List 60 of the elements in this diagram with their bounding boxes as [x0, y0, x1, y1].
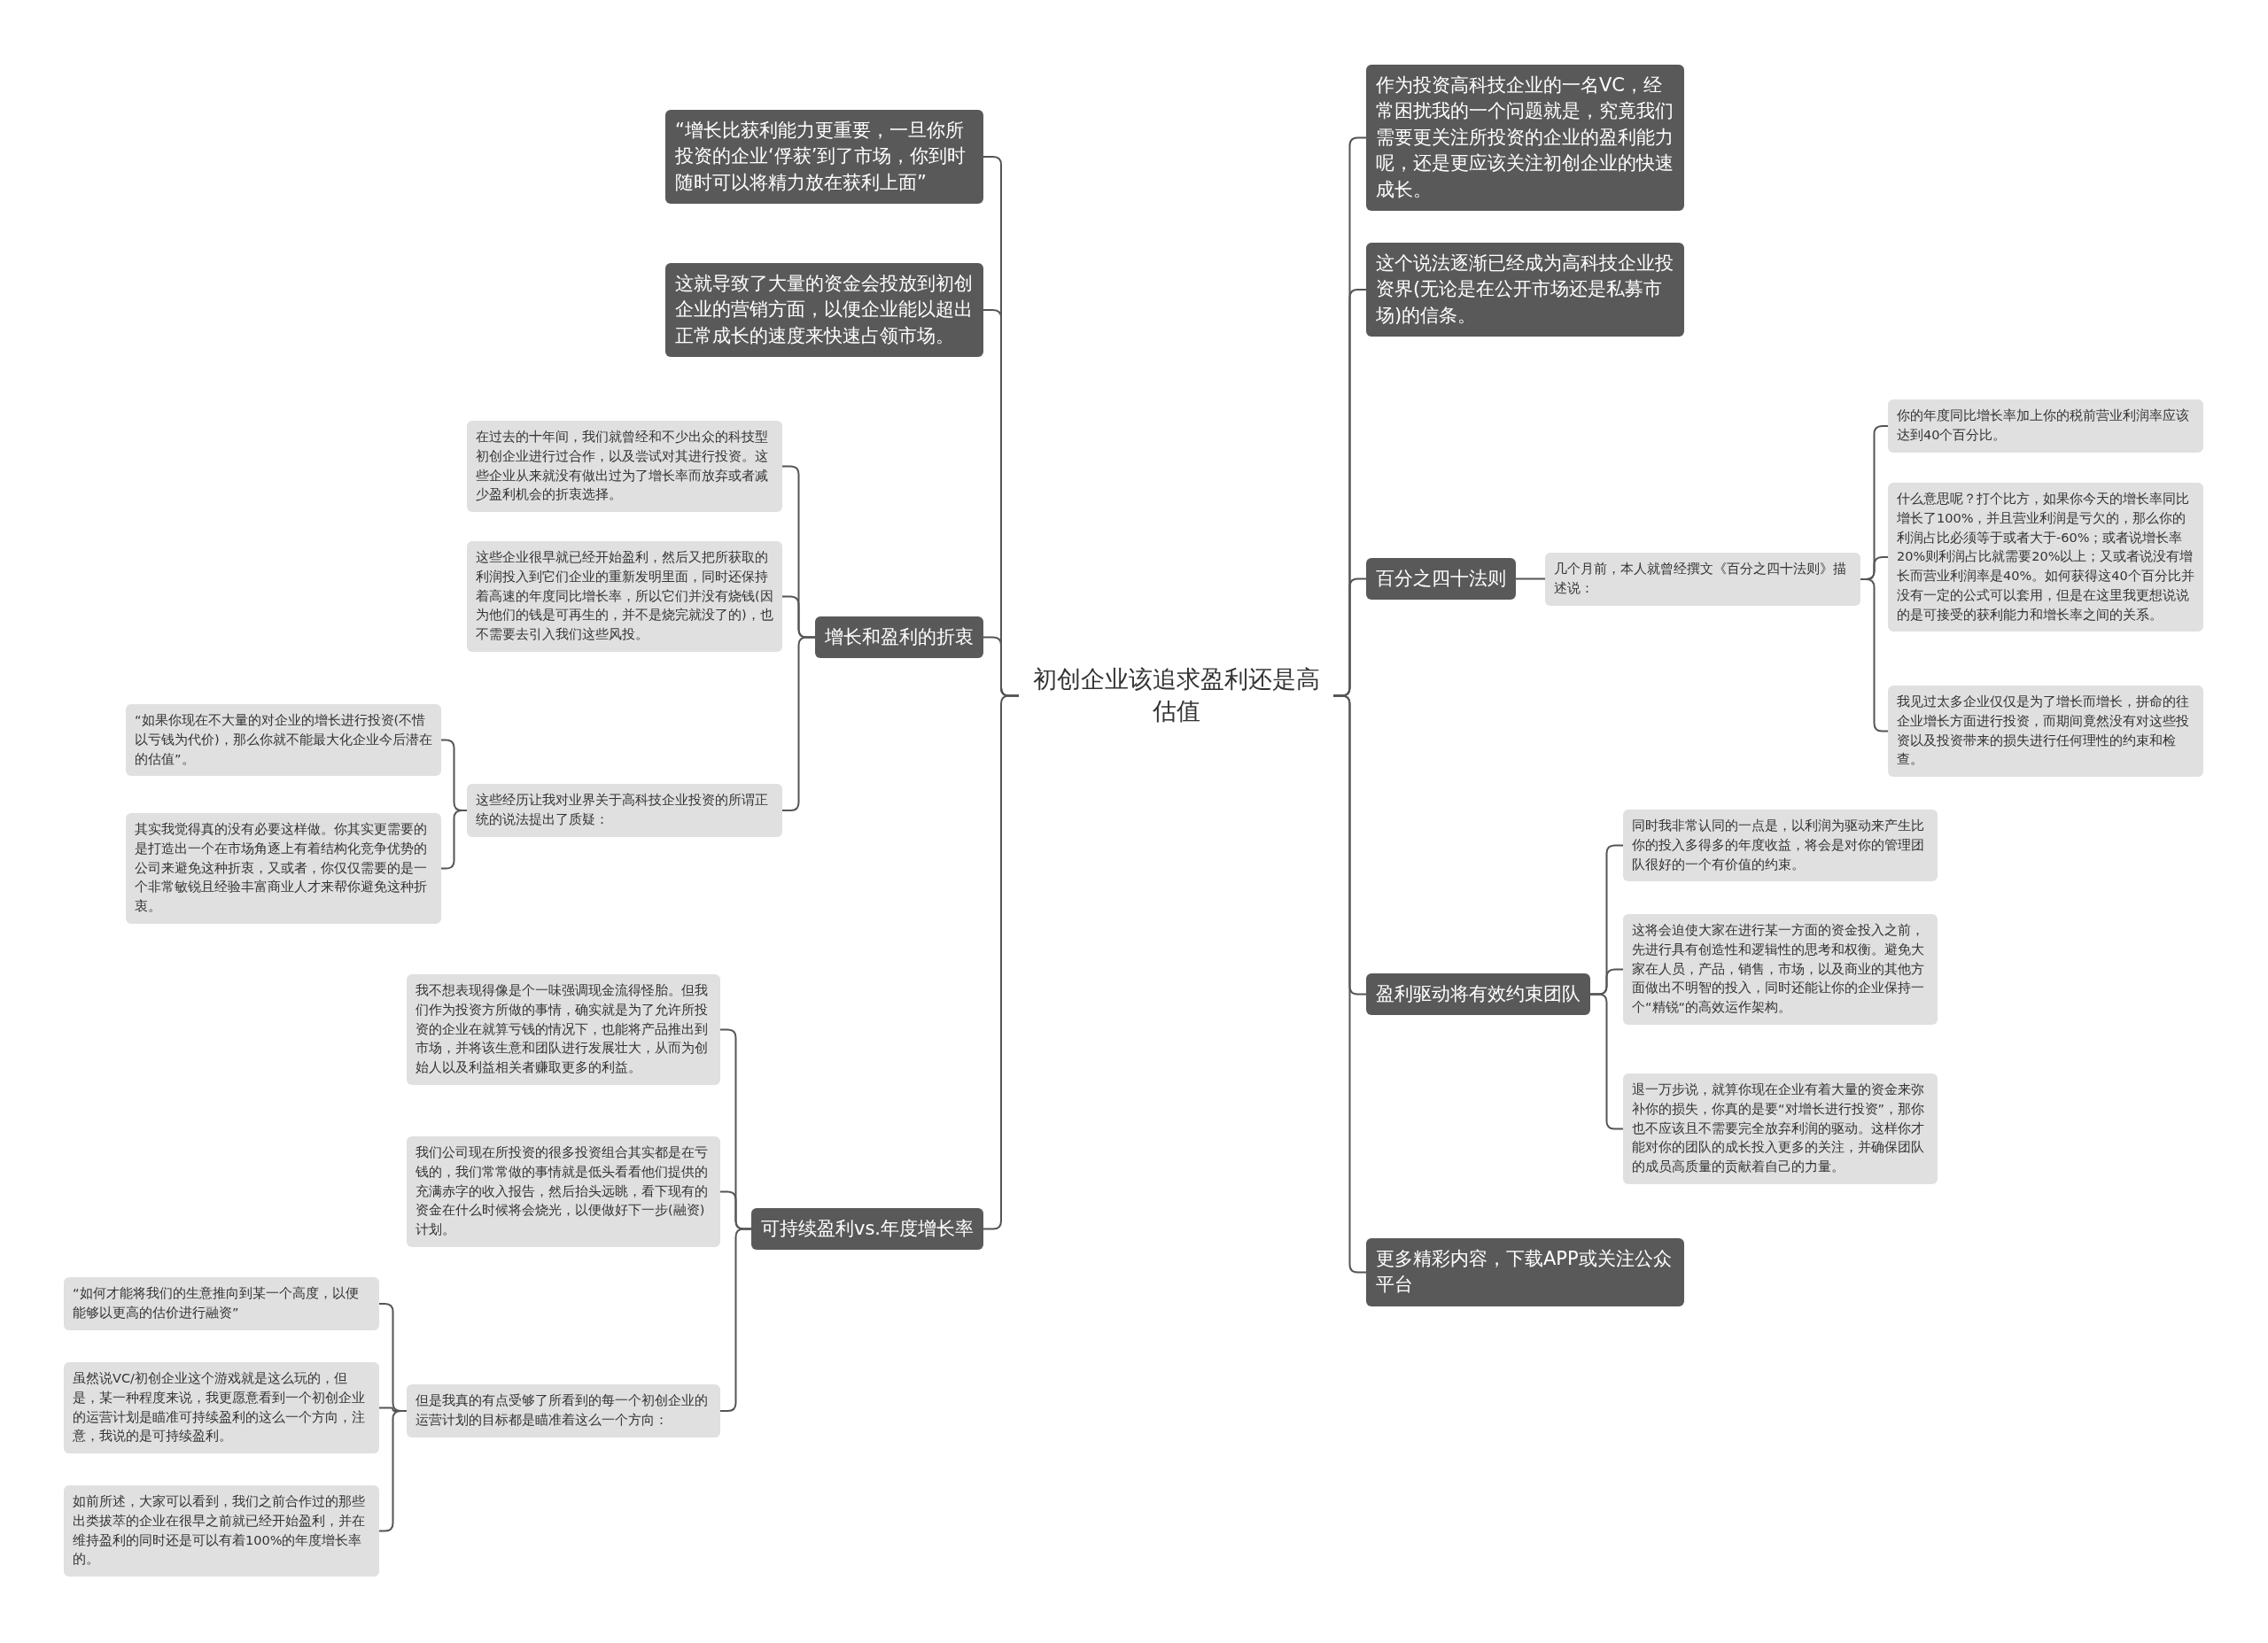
- note-box: [407, 1136, 720, 1247]
- topic-text: 这将会迫使大家在进行某一方面的资金投入之前，先进行具有创造性和逻辑性的思考和权衡。避免大家在人员，产品，销售，市场，以及商业的其他方面做出不明智的投入，同时还能让你的企业保持一个“精锐“的高效运作架构。: [1632, 922, 1925, 1016]
- topic-text: 这些企业很早就已经开始盈利，然后又把所获取的利润投入到它们企业的重新发明里面，同时还保持着高速的年度同比增长率，所以它们并没有烧钱(因为他们的钱是可再生的，并不是烧完就没了的)，也不需要去引入我们这些风投。: [476, 549, 773, 643]
- topic-text: 虽然说VC/初创企业这个游戏就是这么玩的，但是，某一种程度来说，我更愿意看到一个初创企业的运营计划是瞄准可持续盈利的这么一个方向，注意，我说的是可持续盈利。: [73, 1370, 366, 1445]
- note-box: [407, 974, 720, 1085]
- note-box: [64, 1362, 379, 1453]
- topic-box: [815, 616, 983, 659]
- note-box: [467, 541, 782, 652]
- topic-text: “如何才能将我们的生意推向到某一个高度，以便能够以更高的估价进行融资”: [73, 1285, 360, 1321]
- topic-box: [1366, 1238, 1684, 1306]
- topic-text: “增长比获利能力更重要，一旦你所投资的企业‘俘获’到了市场，你到时随时可以将精力放在获利上面”: [675, 119, 967, 195]
- note-box: [467, 784, 782, 837]
- topic-text: 我见过太多企业仅仅是为了增长而增长，拼命的往企业增长方面进行投资，而期间竟然没有对这些投资以及投资带来的损失进行任何理性的约束和检查。: [1897, 694, 2190, 769]
- topic-text: 百分之四十法则: [1376, 567, 1506, 591]
- topic-box: [665, 110, 983, 205]
- topic-text: 你的年度同比增长率加上你的税前营业利润率应该达到40个百分比。: [1897, 407, 2190, 444]
- topic-text: 作为投资高科技企业的一名VC，经常困扰我的一个问题就是，究竟我们需要更关注所投资的企业的盈利能力呢，还是更应该关注初创企业的快速成长。: [1376, 74, 1674, 202]
- topic-box: [1366, 973, 1590, 1016]
- connector-line: [983, 694, 1020, 1230]
- note-box: [407, 1384, 720, 1438]
- note-box: [1623, 810, 1938, 882]
- topic-text: 可持续盈利vs.年度增长率: [760, 1217, 974, 1241]
- note-box: [1545, 553, 1860, 606]
- connector-line: [719, 1228, 752, 1412]
- topic-text: 这就导致了大量的资金会投放到初创企业的营销方面，以便企业能以超出正常成长的速度来快速占领市场。: [675, 272, 974, 348]
- topic-box: [665, 263, 983, 358]
- note-box: [1888, 483, 2203, 632]
- note-box: [64, 1277, 379, 1330]
- note-box: [126, 704, 441, 777]
- note-box: [467, 421, 782, 512]
- topic-text: 这些经历让我对业界关于高科技企业投资的所谓正统的说法提出了质疑：: [476, 792, 769, 828]
- topic-box: [1366, 243, 1684, 337]
- connector-line: [1515, 577, 1546, 580]
- connector-line: [1589, 993, 1624, 1130]
- note-box: [1888, 399, 2203, 453]
- topic-text: 我不想表现得像是个一味强调现金流得怪胎。但我们作为投资方所做的事情，确实就是为了允许所投资的企业在就算亏钱的情况下，也能将产品推出到市场，并将该生意和团队进行发展壮大，从而为创始人以及利益相关者赚取更多的利益。: [416, 982, 709, 1076]
- note-box: [1888, 686, 2203, 777]
- topic-text: 这个说法逐渐已经成为高科技企业投资界(无论是在公开市场还是私募市场)的信条。: [1376, 252, 1674, 328]
- note-box: [1623, 914, 1938, 1025]
- topic-text: 在过去的十年间，我们就曾经和不少出众的科技型初创企业进行过合作，以及尝试对其进行投资。这些企业从来就没有做出过为了增长率而放弃或者减少盈利机会的折衷选择。: [476, 429, 769, 504]
- topic-text: 增长和盈利的折衷: [825, 625, 974, 649]
- topic-box: [750, 1208, 983, 1251]
- topic-text: 几个月前，本人就曾经撰文《百分之四十法则》描述说：: [1554, 561, 1847, 597]
- topic-text: 其实我觉得真的没有必要这样做。你其实更需要的是打造出一个在市场角逐上有着结构化竞争优势的公司来避免这种折衷，又或者，你仅仅需要的是一个非常敏锐且经验丰富商业人才来帮你避免这种折衷。: [135, 821, 428, 915]
- note-box: [64, 1485, 379, 1577]
- connector-line: [781, 636, 816, 811]
- topic-text: 我们公司现在所投资的很多投资组合其实都是在亏钱的，我们常常做的事情就是低头看看他们提供的充满赤字的收入报告，然后抬头远眺，看下现有的资金在什么时候将会烧光，以便做好下一步(融资)计划。: [416, 1144, 709, 1238]
- topic-text: 盈利驱动将有效约束团队: [1376, 982, 1581, 1006]
- topic-box: [1366, 65, 1684, 211]
- topic-text: “如果你现在不大量的对企业的增长进行投资(不惜以亏钱为代价)，那么你就不能最大化企业今后潜在的估值”。: [135, 712, 432, 768]
- central-topic: 初创企业该追求盈利还是高估值: [1019, 660, 1333, 732]
- topic-box: [1366, 558, 1516, 601]
- topic-text: 同时我非常认同的一点是，以利润为驱动来产生比你的投入多得多的年度收益，将会是对你的管理团队很好的一个有价值的约束。: [1632, 818, 1925, 873]
- note-box: [1623, 1073, 1938, 1184]
- topic-text: 更多精彩内容，下载APP或关注公众平台: [1376, 1247, 1673, 1298]
- topic-text: 什么意思呢？打个比方，如果你今天的增长率同比增长了100%，并且营业利润是亏欠的，那么你的利润占比必须等于或者大于-60%；或者说增长率20%则利润占比就需要20%以上；又或者说没有增长而营业利润率是40%。如何获得这40个百分比并没有一定的公式可以套用，但是在这里我更想说说的是可接受的获利能力和增长率之间的关系。: [1897, 491, 2194, 624]
- note-box: [126, 813, 441, 924]
- topic-text: 但是我真的有点受够了所看到的每一个初创企业的运营计划的目标都是瞄准着这么一个方向：: [416, 1392, 709, 1429]
- topic-text: 如前所述，大家可以看到，我们之前合作过的那些出类拔萃的企业在很早之前就已经开始盈利，并在维持盈利的同时还是可以有着100%的年度增长率的。: [73, 1493, 366, 1569]
- topic-text: 退一万步说，就算你现在企业有着大量的资金来弥补你的损失，你真的是要“对增长进行投资”，那你也不应该且不需要完全放弃利润的驱动。这样你才能对你的团队的成长投入更多的关注，并确保团队的成员高质量的贡献着自己的力量。: [1632, 1081, 1926, 1175]
